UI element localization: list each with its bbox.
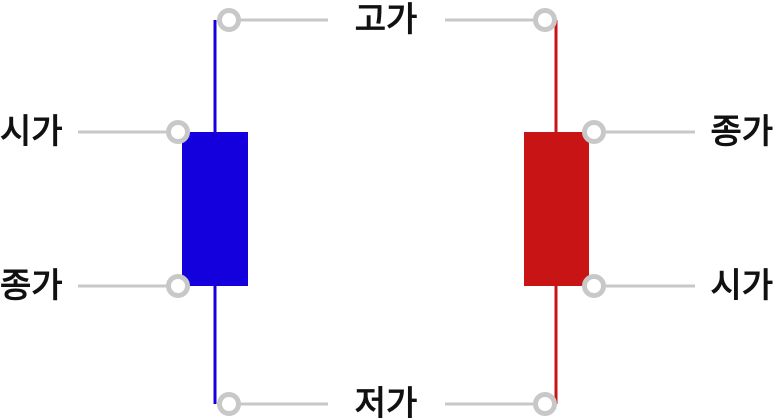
bearish-close-marker <box>166 274 190 298</box>
bearish-close-label: 종가 <box>0 266 63 306</box>
low-marker-bearish <box>217 392 241 416</box>
bullish-open-marker <box>582 274 606 298</box>
bearish-open-marker <box>166 120 190 144</box>
high-marker-bearish <box>217 8 241 32</box>
bullish-open-label: 시가 <box>710 266 773 306</box>
low-marker-bullish <box>533 392 557 416</box>
bullish-close-label: 종가 <box>710 112 773 152</box>
bullish-candle-body <box>524 132 589 286</box>
low-label: 저가 <box>355 384 418 418</box>
high-label: 고가 <box>355 0 418 40</box>
bearish-candle-body <box>182 132 248 286</box>
bullish-close-marker <box>582 120 606 144</box>
high-marker-bullish <box>533 8 557 32</box>
bearish-open-label: 시가 <box>0 112 63 152</box>
